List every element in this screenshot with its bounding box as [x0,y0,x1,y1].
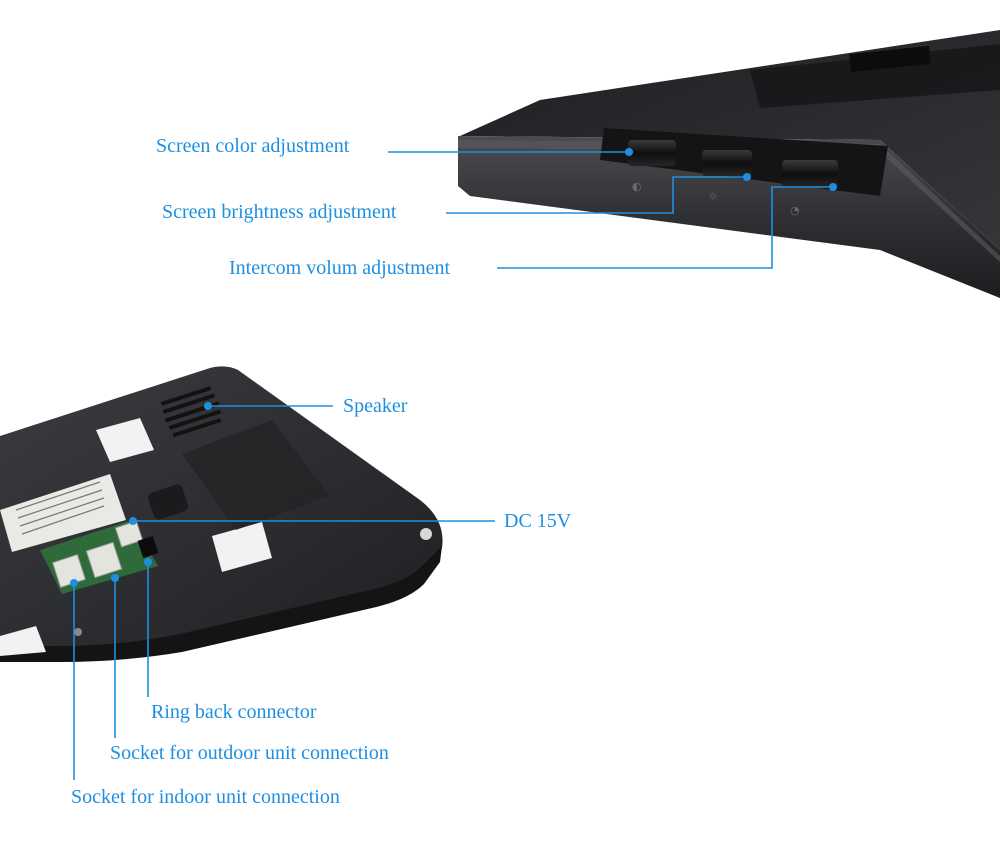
label-screen-color-adjustment: Screen color adjustment [156,135,350,157]
leader-screen-brightness [446,176,747,214]
label-ring-back-connector: Ring back connector [151,701,317,723]
dot-indoor-socket [70,579,78,587]
monitor-back-view [0,366,443,662]
ring-back-connector[interactable] [137,535,159,559]
board-screw [74,628,82,636]
brightness-adjust-wheel[interactable] [702,150,752,176]
monitor-top-detail [750,44,1000,108]
dot-screen-color [625,148,633,156]
dot-ring-back [144,558,152,566]
label-screen-brightness-adjustment: Screen brightness adjustment [162,201,397,223]
leader-intercom-volume [497,186,833,269]
mount-slot-left [0,626,46,656]
color-wheel-icon: ◐ [632,180,642,193]
volume-adjust-wheel[interactable] [782,160,838,188]
label-indoor-unit-socket: Socket for indoor unit connection [71,786,340,808]
wall-mount-hole [148,484,188,520]
color-adjust-wheel[interactable] [628,140,676,166]
mount-slot-top [96,418,154,462]
dot-intercom-volume [829,183,837,191]
dot-speaker [204,402,212,410]
volume-wheel-icon: ◔ [790,204,800,217]
speaker-grille [160,386,222,438]
outdoor-unit-socket[interactable] [85,541,123,579]
label-intercom-volume-adjustment: Intercom volum adjustment [229,257,451,279]
dc-power-socket[interactable] [114,520,144,548]
label-outdoor-unit-socket: Socket for outdoor unit connection [110,742,389,764]
mount-slot-bottom [212,522,272,572]
monitor-top-slot [849,45,931,73]
dot-outdoor-socket [111,574,119,582]
label-dc-power: DC 15V [504,510,572,532]
mounting-screw [420,528,432,540]
back-raised-panel [182,420,330,530]
dot-screen-brightness [743,173,751,181]
brightness-wheel-icon: ☼ [708,190,718,203]
wiring-label [0,474,126,552]
label-speaker: Speaker [343,395,408,417]
dot-dc [129,517,137,525]
monitor-side-view: ◐ ☼ ◔ [458,30,1000,298]
